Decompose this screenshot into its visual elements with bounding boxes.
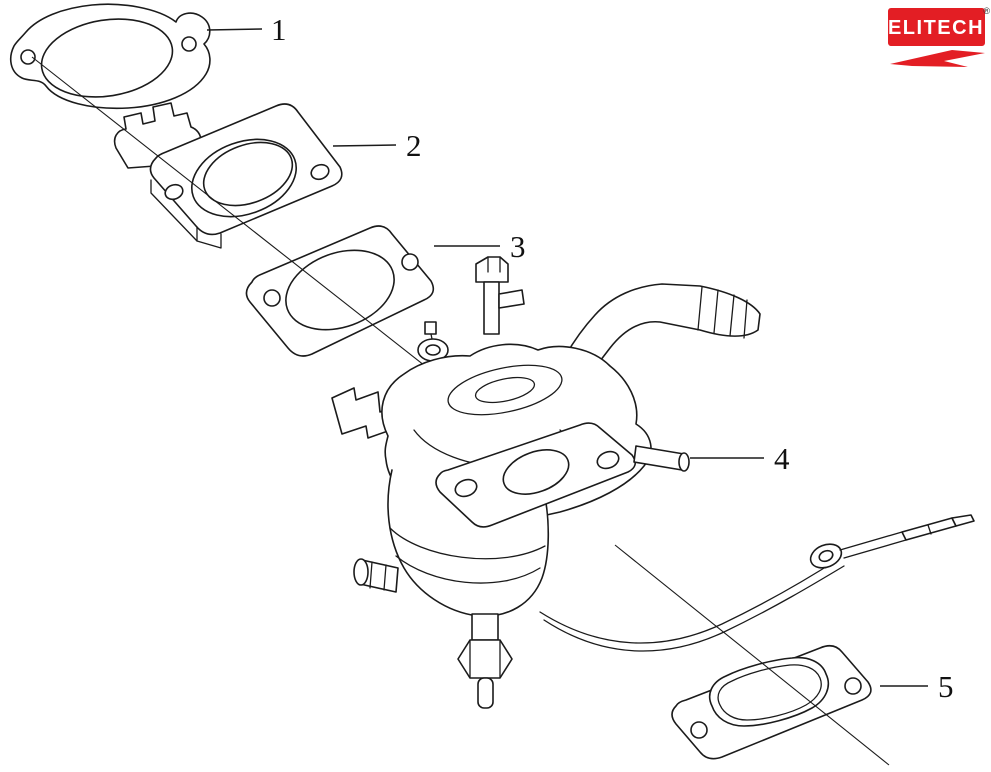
gasket-bottom-bolt-hole-right	[844, 677, 862, 695]
carb-drain-tube	[477, 677, 494, 709]
logo-box	[888, 8, 985, 46]
carb-top-stem	[483, 281, 500, 335]
gasket-middle-bolt-hole-left	[263, 289, 281, 307]
gasket-top-bolt-hole-right	[181, 36, 197, 52]
carb-fuel-pipe-cap	[678, 452, 690, 472]
carb-wire-top-edge	[539, 557, 841, 644]
carb-venturi-inner	[474, 376, 536, 404]
logo-registered-mark: ®	[983, 6, 990, 16]
insulator-bore-inner	[202, 141, 294, 207]
carb-wire-bottom-edge	[543, 565, 845, 652]
gasket-middle-bolt-hole-right	[401, 253, 419, 271]
carb-choke-shaft-inner	[425, 344, 441, 356]
gasket-bottom-bolt-hole-left	[690, 721, 708, 739]
part-gasket-bottom	[671, 644, 872, 760]
gasket-middle-bore	[285, 249, 395, 331]
carb-wire-lead	[839, 531, 907, 559]
insulator-bolt-hole-left	[164, 183, 184, 201]
insulator-bolt-hole-right	[310, 163, 330, 181]
callout-number-4: 4	[774, 441, 790, 476]
callouts: 1 2 3 4 5	[206, 12, 954, 704]
logo-wordmark: ELITECH	[888, 17, 984, 39]
carb-wire-ring-hole	[818, 549, 834, 563]
carb-idle-screw-shaft	[430, 333, 433, 340]
callout-number-3: 3	[510, 229, 526, 264]
carb-drain-hex-facets	[469, 639, 501, 679]
callout-line-1	[206, 28, 263, 31]
carb-control-arm	[544, 283, 761, 405]
assembly-axis-line-upper	[31, 56, 477, 407]
logo-wing-swoosh	[890, 50, 985, 67]
elitech-logo: ELITECH ®	[888, 6, 990, 67]
carb-bowl-band-2	[395, 555, 541, 584]
part-carburetor-assembly	[331, 256, 975, 709]
carb-drain-shaft	[471, 613, 499, 641]
carb-arm-grip-ridges	[697, 286, 748, 339]
carb-flange-hole-left	[454, 478, 478, 498]
callout-number-1: 1	[271, 12, 287, 47]
callout-number-2: 2	[406, 128, 422, 163]
carb-flange-bore	[502, 449, 570, 495]
carb-idle-screw	[424, 321, 437, 335]
carb-fuel-inlet-cap	[353, 558, 369, 586]
carb-wire-tip-end	[951, 514, 975, 527]
carb-fuel-inlet-facets	[369, 561, 387, 591]
part-gasket-top	[9, 3, 211, 110]
assembly-axis-line-lower	[614, 544, 890, 766]
part-insulator-block	[113, 102, 343, 249]
gasket-top-bolt-hole-left	[20, 49, 36, 65]
carb-top-clevis-slot	[487, 256, 501, 273]
gasket-top-bore	[40, 18, 174, 98]
callout-line-2	[332, 144, 397, 147]
part-gasket-middle	[245, 225, 435, 357]
carb-top-clevis	[475, 256, 509, 283]
carb-venturi-outer	[447, 364, 563, 416]
callout-number-5: 5	[938, 669, 954, 704]
carb-bowl-band-1	[389, 527, 546, 560]
gasket-bottom-bore-inner	[717, 664, 822, 721]
carb-wire-tip-divider	[927, 524, 932, 535]
carb-drain-hex-nut	[457, 639, 513, 679]
carb-flange-hole-right	[596, 450, 620, 470]
carb-stem-tab	[498, 289, 525, 309]
